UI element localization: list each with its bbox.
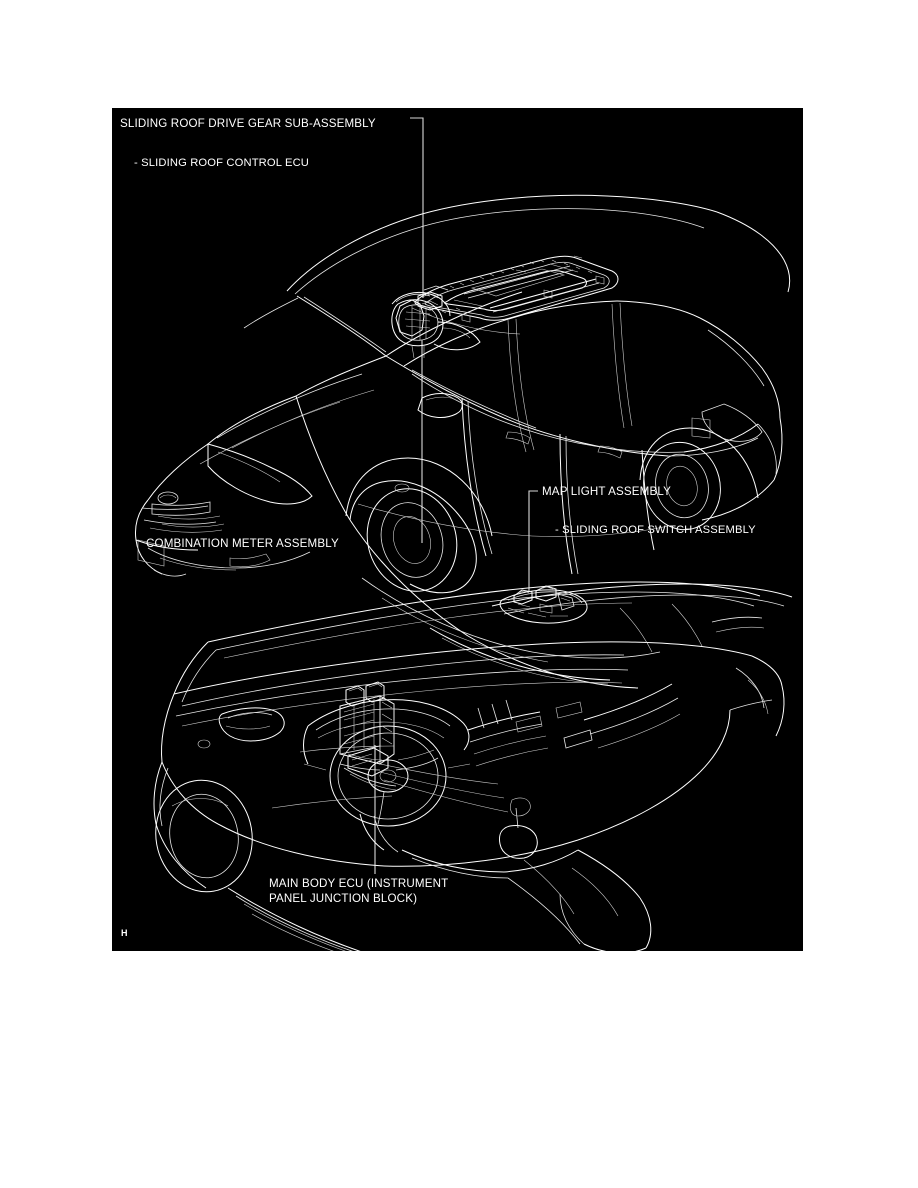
figure-illustration bbox=[135, 117, 793, 951]
figure-corner-mark: H bbox=[121, 928, 128, 938]
leader-lines bbox=[374, 117, 538, 874]
callout-sliding-roof-drive-gear: SLIDING ROOF DRIVE GEAR SUB-ASSEMBLY bbox=[120, 117, 376, 130]
leader-sliding-roof-drive-gear bbox=[410, 117, 424, 298]
callout-sliding-roof-control-ecu: - SLIDING ROOF CONTROL ECU bbox=[134, 157, 310, 169]
callout-main-body-ecu: MAIN BODY ECU (INSTRUMENT PANEL JUNCTION… bbox=[269, 876, 499, 906]
map-light-component bbox=[499, 585, 588, 624]
leader-map-light bbox=[528, 490, 538, 592]
main-body-ecu-component bbox=[339, 681, 397, 791]
callout-sliding-roof-switch-assembly: - SLIDING ROOF SWITCH ASSEMBLY bbox=[555, 524, 756, 536]
vehicle-exterior-illustration bbox=[135, 194, 791, 689]
combination-meter-component bbox=[391, 291, 481, 359]
callout-main-body-ecu-line1: MAIN BODY ECU (INSTRUMENT bbox=[269, 877, 449, 890]
callout-main-body-ecu-line2: PANEL JUNCTION BLOCK) bbox=[269, 892, 418, 905]
callout-map-light-assembly: MAP LIGHT ASSEMBLY bbox=[542, 485, 671, 498]
instrument-panel-illustration bbox=[153, 581, 793, 951]
figure-panel: SLIDING ROOF DRIVE GEAR SUB-ASSEMBLY - S… bbox=[112, 108, 803, 951]
sliding-roof-frame bbox=[414, 255, 619, 323]
callout-combination-meter-assembly: COMBINATION METER ASSEMBLY bbox=[146, 537, 339, 550]
